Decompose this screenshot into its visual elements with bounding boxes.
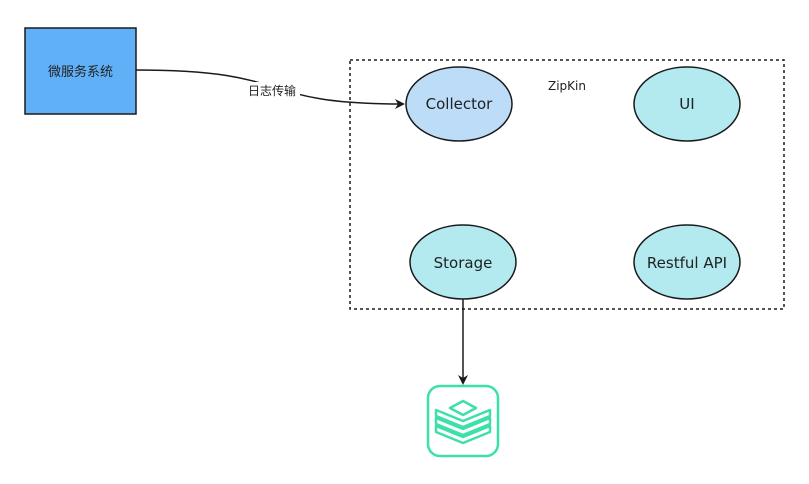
log-transfer-label: 日志传输 bbox=[248, 83, 296, 98]
db-layer-1 bbox=[434, 424, 492, 445]
collector-label: Collector bbox=[426, 95, 494, 113]
db-top bbox=[448, 399, 478, 417]
zipkin-group-label: ZipKin bbox=[548, 79, 586, 93]
db-icon-frame bbox=[426, 384, 500, 458]
db-layer-2 bbox=[434, 416, 492, 437]
microservice-node[interactable] bbox=[24, 27, 137, 115]
ui-label: UI bbox=[679, 95, 694, 113]
storage-label: Storage bbox=[434, 254, 493, 272]
restful-api-label: Restful API bbox=[647, 254, 727, 272]
log-transfer-label-bg bbox=[244, 82, 300, 99]
ui-node[interactable] bbox=[633, 66, 741, 142]
microservice-label: 微服务系统 bbox=[48, 64, 113, 80]
collector-node[interactable] bbox=[405, 66, 513, 142]
zipkin-group bbox=[349, 59, 785, 310]
db-layer-3 bbox=[434, 408, 492, 429]
database-stack-icon bbox=[426, 384, 500, 458]
restful-api-node[interactable] bbox=[633, 224, 741, 300]
